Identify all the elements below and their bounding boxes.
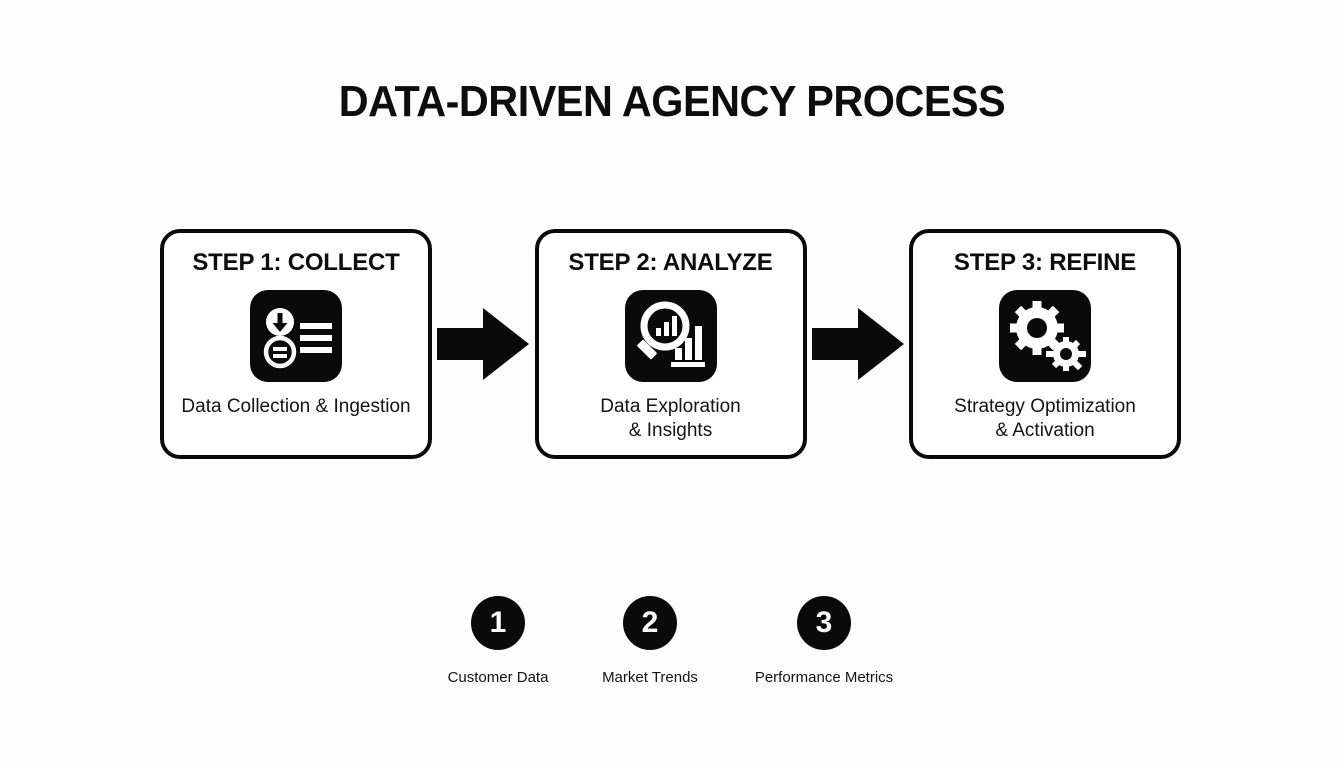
- legend-badge-number: 2: [623, 596, 677, 650]
- legend-item-customer-data[interactable]: 1 Customer Data: [422, 596, 574, 686]
- step-heading: STEP 3: REFINE: [953, 249, 1137, 276]
- legend-item-performance-metrics[interactable]: 3 Performance Metrics: [726, 596, 922, 686]
- step-card-collect[interactable]: STEP 1: COLLECT Data Collection & Ingest…: [160, 229, 432, 459]
- step-card-analyze[interactable]: STEP 2: ANALYZE Data Exploration & Insig…: [534, 229, 807, 459]
- legend-badge-number: 3: [797, 596, 851, 650]
- legend-label: Market Trends: [602, 669, 698, 686]
- arrow-right-icon: [437, 307, 530, 381]
- page-title: DATA-DRIVEN AGENCY PROCESS: [338, 77, 1006, 126]
- step-heading: STEP 1: COLLECT: [192, 249, 400, 276]
- legend-item-market-trends[interactable]: 2 Market Trends: [574, 596, 726, 686]
- step-card-refine[interactable]: STEP 3: REFINE: [909, 229, 1181, 459]
- legend-label: Customer Data: [447, 669, 549, 686]
- legend-row: 1 Customer Data 2 Market Trends 3 Perfor…: [0, 596, 1344, 686]
- legend-badge-number: 1: [471, 596, 525, 650]
- step-caption: Data Collection & Ingestion: [181, 395, 411, 417]
- process-flow: STEP 1: COLLECT Data Collection & Ingest…: [160, 228, 1181, 460]
- gears-icon: [999, 289, 1091, 382]
- magnifier-bar-chart-icon: [624, 289, 717, 382]
- step-heading: STEP 2: ANALYZE: [568, 249, 773, 276]
- step-caption: Data Exploration & Insights: [600, 395, 741, 441]
- arrow-right-icon: [811, 307, 904, 381]
- data-collection-icon: [250, 289, 342, 382]
- legend-label: Performance Metrics: [754, 669, 894, 686]
- step-caption: Strategy Optimization & Activation: [954, 395, 1136, 441]
